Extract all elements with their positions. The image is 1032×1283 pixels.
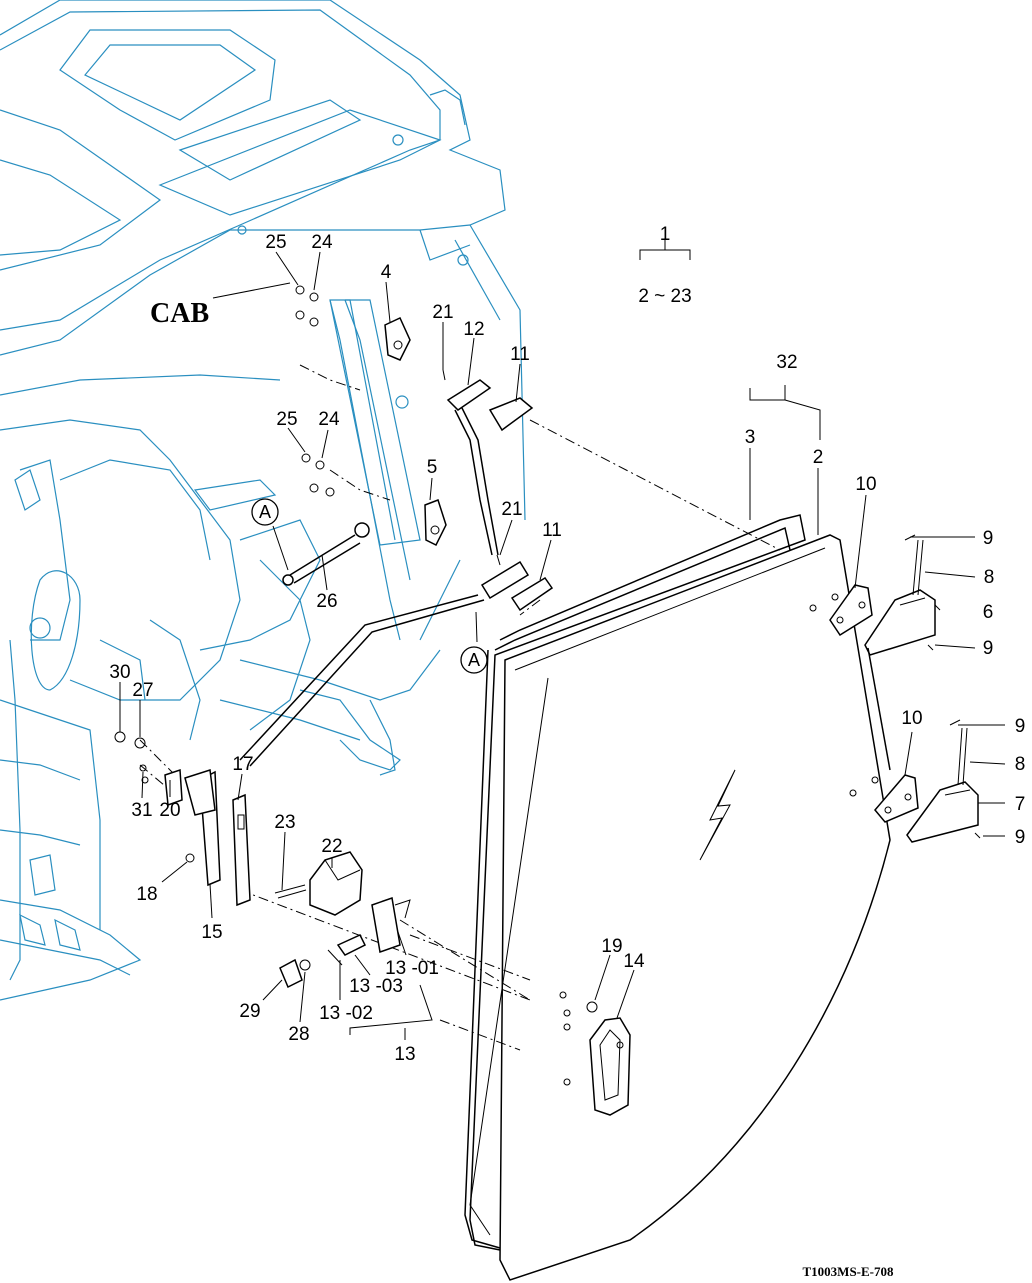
callout-25-upper: 25 — [265, 232, 286, 253]
callout-19: 19 — [601, 936, 622, 957]
callout-9-b: 9 — [983, 638, 994, 659]
callout-7: 7 — [1015, 794, 1026, 815]
callout-12: 12 — [463, 319, 484, 340]
callout-17: 17 — [232, 754, 253, 775]
callout-32: 32 — [776, 352, 797, 373]
callout-2: 2 — [813, 447, 824, 468]
group-bottom-label: 2 ~ 23 — [638, 286, 691, 307]
callout-28: 28 — [288, 1024, 309, 1045]
group-top-label: 1 — [660, 224, 671, 245]
callout-20: 20 — [159, 800, 180, 821]
callout-26: 26 — [316, 591, 337, 612]
callout-13-03: 13 -03 — [349, 976, 403, 997]
reference-code: T1003MS-E-708 — [803, 1264, 895, 1279]
callout-4: 4 — [381, 262, 392, 283]
door-stay — [239, 285, 554, 767]
leader-lines — [119, 238, 1006, 1040]
svg-text:A: A — [468, 650, 480, 670]
callout-8-lower: 8 — [1015, 754, 1026, 775]
hinge-axis — [867, 647, 891, 771]
callout-3: 3 — [745, 427, 756, 448]
callout-27: 27 — [132, 680, 153, 701]
callout-11-lower: 11 — [542, 520, 562, 541]
callout-11-upper: 11 — [510, 344, 530, 365]
callout-25-lower: 25 — [276, 409, 297, 430]
callout-9-a: 9 — [983, 528, 994, 549]
callout-14: 14 — [623, 951, 645, 972]
door-glass — [464, 514, 891, 1281]
hinge-upper — [809, 534, 936, 656]
callout-30: 30 — [109, 662, 130, 683]
callout-24-upper: 24 — [311, 232, 333, 253]
callout-24-lower: 24 — [318, 409, 340, 430]
callout-13-01: 13 -01 — [385, 958, 439, 979]
callout-6: 6 — [983, 602, 994, 623]
alignment-lines — [139, 364, 781, 1051]
callout-10-upper: 10 — [855, 474, 876, 495]
callout-9-d: 9 — [1015, 827, 1026, 848]
callout-15: 15 — [201, 922, 222, 943]
callout-13: 13 — [394, 1044, 415, 1065]
callout-22: 22 — [321, 836, 342, 857]
cab-label: CAB — [150, 298, 209, 329]
circle-marker-a-upper: A — [251, 498, 279, 526]
callout-10-lower: 10 — [901, 708, 922, 729]
callout-31: 31 — [131, 800, 152, 821]
hinge-lower — [849, 719, 981, 843]
callout-21-lower: 21 — [501, 499, 522, 520]
callout-13-02: 13 -02 — [319, 1003, 373, 1024]
callout-23: 23 — [274, 812, 295, 833]
callout-9-c: 9 — [1015, 716, 1026, 737]
callout-29: 29 — [239, 1001, 260, 1022]
callout-8-upper: 8 — [984, 567, 995, 588]
callout-18: 18 — [136, 884, 157, 905]
cab-outline — [0, 0, 526, 1001]
callout-5: 5 — [427, 457, 438, 478]
circle-marker-a-lower: A — [460, 646, 488, 674]
svg-text:A: A — [259, 502, 271, 522]
latch-assembly — [114, 731, 411, 989]
callout-21-upper: 21 — [432, 302, 453, 323]
door-handle — [559, 991, 631, 1116]
